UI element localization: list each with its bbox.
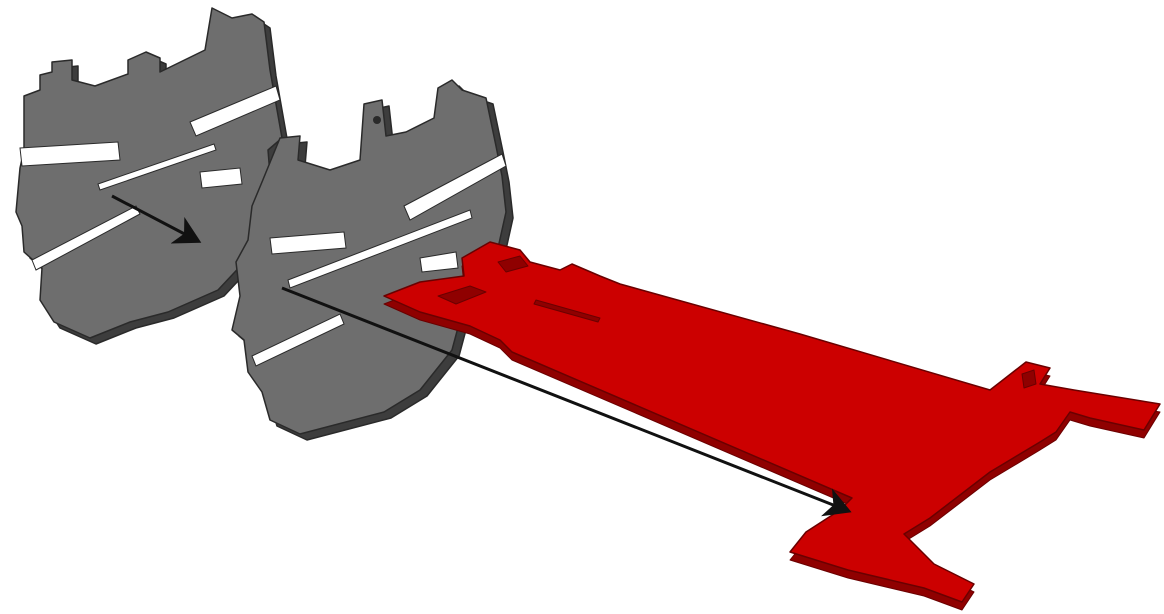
gear-back-slot-3 (200, 168, 242, 188)
base-plate-face (384, 242, 1160, 602)
base-plate (384, 242, 1160, 610)
gear-front-peg-hole (373, 116, 381, 124)
